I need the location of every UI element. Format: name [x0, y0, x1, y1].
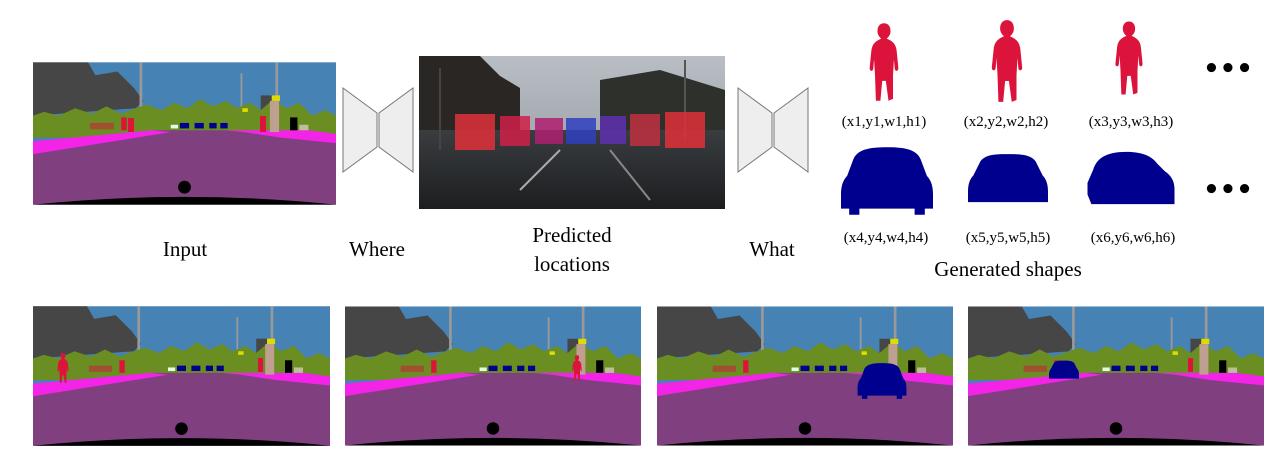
label-predicted-line1: Predicted — [532, 223, 612, 247]
output-scene-3 — [657, 306, 953, 446]
input-person-2 — [260, 116, 266, 132]
shape-caption-6: (x6,y6,w6,h6) — [1091, 230, 1176, 246]
shape-caption-5: (x5,y5,w5,h5) — [966, 230, 1051, 246]
shape-caption-3: (x3,y3,w3,h3) — [1089, 114, 1174, 130]
generated-person-2 — [991, 20, 1023, 102]
ellipsis-top: ••• — [1203, 54, 1253, 84]
output-scene-1 — [33, 306, 330, 446]
label-input: Input — [163, 237, 207, 261]
generated-car-2 — [968, 154, 1048, 203]
generated-person-3 — [1115, 21, 1143, 95]
what-network-icon — [737, 87, 809, 173]
ellipsis-bottom: ••• — [1203, 175, 1253, 205]
shape-caption-2: (x2,y2,w2,h2) — [964, 114, 1049, 130]
predicted-locations-image — [419, 56, 725, 209]
input-scene — [33, 62, 336, 205]
label-generated-shapes: Generated shapes — [934, 257, 1082, 281]
label-what: What — [749, 237, 795, 261]
shape-caption-4: (x4,y4,w4,h4) — [844, 230, 929, 246]
input-person-1 — [128, 118, 134, 132]
output-scene-2 — [345, 306, 641, 446]
shape-caption-1: (x1,y1,w1,h1) — [842, 114, 927, 130]
generated-car-1 — [841, 147, 933, 215]
label-predicted-line2: locations — [534, 252, 610, 276]
generated-car-3 — [1087, 151, 1175, 205]
output-scene-4 — [968, 306, 1264, 446]
label-where: Where — [349, 237, 405, 261]
where-network-icon — [342, 87, 414, 173]
generated-person-1 — [869, 23, 899, 101]
